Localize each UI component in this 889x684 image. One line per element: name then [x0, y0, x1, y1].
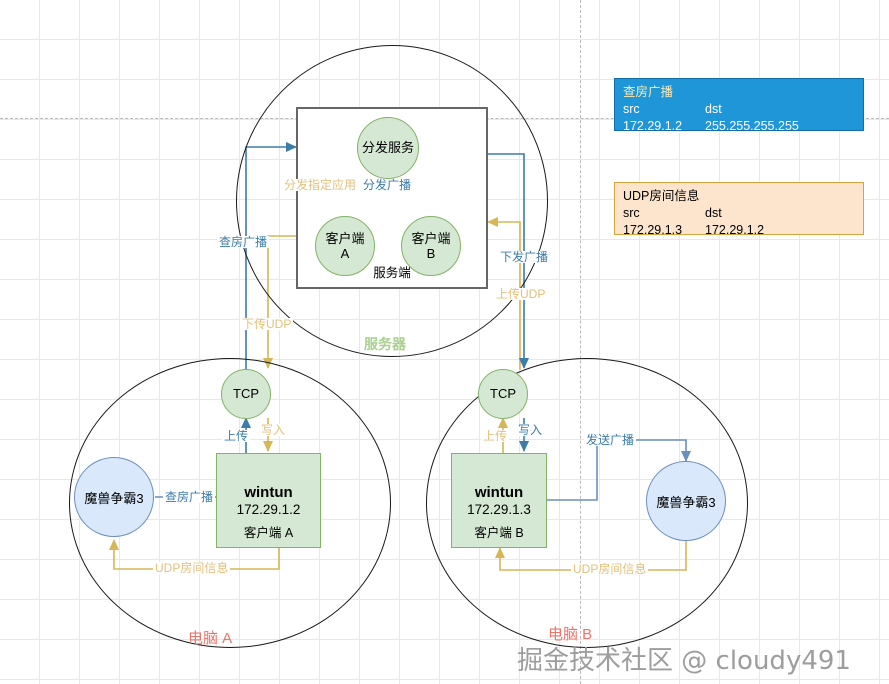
computer-a-game-label: 魔兽争霸3 [84, 490, 144, 506]
legend-dst-header: dst [705, 101, 722, 116]
computer-b-game-label: 魔兽争霸3 [656, 494, 716, 510]
distribution-service-label: 分发服务 [361, 140, 414, 156]
edge-label-up-udp: 上传UDP [494, 287, 548, 301]
region-computer-a-circle [69, 358, 391, 648]
computer-b-wintun-title: wintun [474, 484, 524, 501]
guide-line-vertical [580, 0, 581, 684]
region-label-server: 服务器 [364, 336, 406, 352]
computer-b-game-node[interactable]: 魔兽争霸3 [646, 461, 726, 541]
computer-a-tcp-node[interactable]: TCP [221, 369, 271, 419]
edge-label-a-write: 写入 [259, 423, 288, 437]
distribution-service-node[interactable]: 分发服务 [357, 117, 419, 179]
legend-src-header: src [623, 101, 640, 116]
computer-a-wintun-footer: 客户端 A [243, 526, 294, 540]
server-client-a-label-line2: A [340, 246, 350, 261]
legend-card-query-broadcast: 查房广播 src dst 172.29.1.2 255.255.255.255 [614, 78, 864, 133]
server-client-b-node[interactable]: 客户端 B [401, 216, 461, 276]
server-box-footer: 服务端 [373, 266, 411, 280]
computer-a-wintun-title: wintun [244, 484, 293, 501]
computer-b-tcp-label: TCP [490, 386, 516, 402]
edge-label-distribute-app: 分发指定应用 [282, 178, 359, 192]
legend-value-row: 172.29.1.2 255.255.255.255 [623, 118, 855, 135]
region-label-computer-b: 电脑 B [548, 626, 593, 643]
computer-a-wintun-ip: 172.29.1.2 [236, 502, 301, 517]
server-client-b-label-line1: 客户端 [411, 230, 451, 246]
edge-label-a-upload: 上传 [222, 429, 251, 443]
computer-b-wintun-footer: 客户端 B [474, 526, 524, 540]
legend-src-value: 172.29.1.3 [623, 222, 683, 237]
computer-a-game-node[interactable]: 魔兽争霸3 [74, 457, 154, 537]
region-computer-b-circle [426, 358, 748, 648]
server-client-a-node[interactable]: 客户端 A [315, 216, 375, 276]
edge-label-a-udp-room-info: UDP房间信息 [153, 561, 231, 575]
edge-label-b-write: 写入 [516, 423, 545, 437]
server-client-b-label-line2: B [426, 246, 436, 261]
edge-label-b-send-broadcast: 发送广播 [584, 433, 637, 447]
computer-b-wintun-box[interactable]: wintun 172.29.1.3 客户端 B [451, 453, 547, 548]
legend-header-row: src dst [623, 101, 855, 118]
legend-src-value: 172.29.1.2 [623, 118, 683, 133]
legend-card-udp-room-info: UDP房间信息 src dst 172.29.1.3 172.29.1.2 [614, 182, 864, 237]
legend-dst-value: 172.29.1.2 [705, 222, 765, 237]
computer-b-tcp-node[interactable]: TCP [478, 369, 528, 419]
legend-src-header: src [623, 205, 640, 220]
computer-b-wintun-ip: 172.29.1.3 [467, 502, 531, 517]
edge-label-down-broadcast: 下发广播 [498, 250, 551, 264]
computer-a-wintun-box[interactable]: wintun 172.29.1.2 客户端 A [216, 453, 321, 548]
edge-label-b-udp-room-info: UDP房间信息 [571, 562, 649, 576]
legend-title: 查房广播 [623, 85, 674, 99]
computer-a-tcp-label: TCP [233, 386, 259, 402]
edge-label-distribute-broadcast: 分发广播 [361, 178, 414, 192]
legend-dst-value: 255.255.255.255 [705, 118, 799, 133]
edge-label-query-broadcast-up: 查房广播 [217, 235, 270, 249]
legend-dst-header: dst [705, 205, 722, 220]
edge-label-a-query-broadcast: 查房广播 [163, 490, 216, 504]
region-server-circle [236, 45, 548, 357]
legend-value-row: 172.29.1.3 172.29.1.2 [623, 222, 855, 239]
legend-title: UDP房间信息 [623, 189, 700, 203]
watermark: 掘金技术社区 @ cloudy491 [517, 646, 851, 676]
edge-label-b-upload: 上传 [481, 429, 510, 443]
legend-header-row: src dst [623, 205, 855, 222]
edge-label-down-udp: 下传UDP [240, 317, 294, 331]
region-label-computer-a: 电脑 A [188, 630, 233, 647]
server-client-a-label-line1: 客户端 [325, 230, 365, 246]
